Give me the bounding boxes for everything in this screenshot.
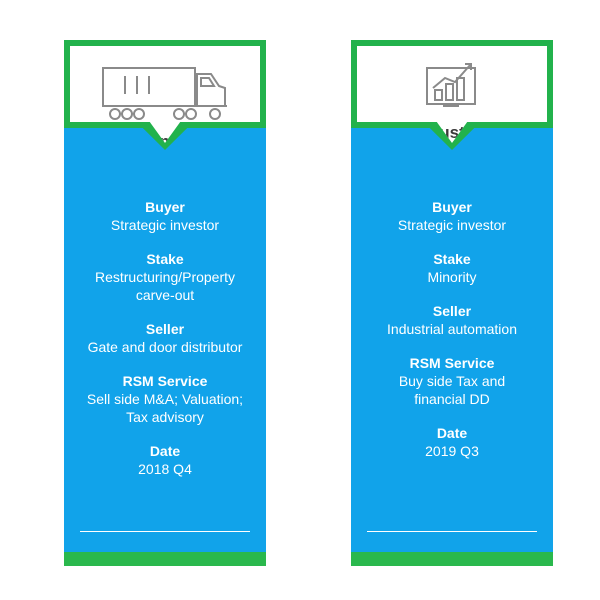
deal-card-industrial-automation: Industrial automation Buyer Strategic in… (351, 40, 553, 566)
buyer-field: Buyer Strategic investor (64, 198, 266, 234)
field-value: Industrial automation (387, 321, 517, 337)
field-value: Strategic investor (397, 217, 507, 233)
rsm-service-field: RSM Service Buy side Tax and financial D… (351, 354, 553, 408)
field-value: Sell side M&A; Valuation; Tax advisory (86, 391, 244, 425)
stake-field: Stake Restructuring/Property carve-out (64, 250, 266, 304)
field-label: RSM Service (409, 355, 495, 371)
field-value: Buy side Tax and financial DD (398, 373, 506, 407)
field-value: Strategic investor (110, 217, 220, 233)
field-label: Buyer (145, 199, 185, 215)
seller-field: Seller Gate and door distributor (64, 320, 266, 356)
date-field: Date 2019 Q3 (351, 424, 553, 460)
stake-field: Stake Minority (351, 250, 553, 286)
divider (80, 531, 250, 532)
card-details: Buyer Strategic investor Stake Minority … (351, 198, 553, 476)
field-label: Date (436, 425, 468, 441)
field-value: Gate and door distributor (87, 339, 243, 355)
card-title: Gate and door (107, 132, 223, 151)
field-label: Stake (146, 251, 184, 267)
field-label: Stake (433, 251, 471, 267)
card-footer-bar (351, 552, 553, 566)
field-label: Seller (432, 303, 472, 319)
field-label: Seller (145, 321, 185, 337)
seller-field: Seller Industrial automation (351, 302, 553, 338)
divider (367, 531, 537, 532)
field-label: Date (149, 443, 181, 459)
card-body (351, 128, 553, 552)
rsm-service-field: RSM Service Sell side M&A; Valuation; Ta… (64, 372, 266, 426)
deal-card-gate-and-door: Gate and door Buyer Strategic investor S… (64, 40, 266, 566)
card-details: Buyer Strategic investor Stake Restructu… (64, 198, 266, 494)
field-label: Buyer (432, 199, 472, 215)
field-value: 2019 Q3 (425, 443, 479, 459)
buyer-field: Buyer Strategic investor (351, 198, 553, 234)
card-footer-bar (64, 552, 266, 566)
field-value: Minority (427, 269, 477, 285)
truck-icon (70, 54, 260, 124)
chart-monitor-icon (357, 54, 547, 114)
card-body (64, 128, 266, 552)
date-field: Date 2018 Q4 (64, 442, 266, 478)
field-label: RSM Service (122, 373, 208, 389)
field-value: 2018 Q4 (138, 461, 192, 477)
field-value: Restructuring/Property carve-out (94, 269, 236, 303)
